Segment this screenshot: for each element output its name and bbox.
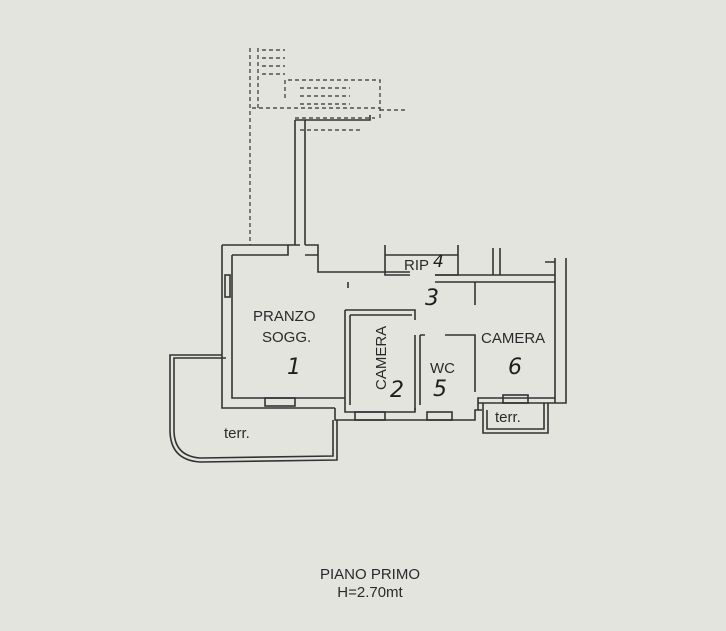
terrace-left <box>169 354 338 463</box>
terrace-right <box>482 403 549 434</box>
floor-name: PIANO PRIMO <box>319 566 420 583</box>
room-2-label: CAMERA <box>373 325 390 390</box>
terrace-right-label: terr. <box>495 409 521 426</box>
left-walls <box>221 245 345 409</box>
room-1-number: 1 <box>287 355 301 380</box>
room-1-label: PRANZO <box>253 308 316 325</box>
ceiling-height: H=2.70mt <box>337 584 403 601</box>
room-6-label: CAMERA <box>481 330 546 347</box>
staircase <box>249 48 405 245</box>
stair-shaft <box>294 115 371 245</box>
bottom-walls <box>334 398 482 421</box>
terrace-left-label: terr. <box>224 425 250 442</box>
room-2-number: 2 <box>390 378 404 403</box>
room-4-label: RIP <box>404 257 430 274</box>
room-5-number: 5 <box>433 377 447 402</box>
plan-title: PIANO PRIMO H=2.70mt <box>300 566 440 602</box>
room-4-number: 4 <box>433 252 444 272</box>
room-3-number: 3 <box>425 286 439 311</box>
room-6-number: 6 <box>508 355 522 380</box>
room-1-label-2: SOGG. <box>262 329 312 346</box>
room-5-label: WC <box>430 360 455 377</box>
